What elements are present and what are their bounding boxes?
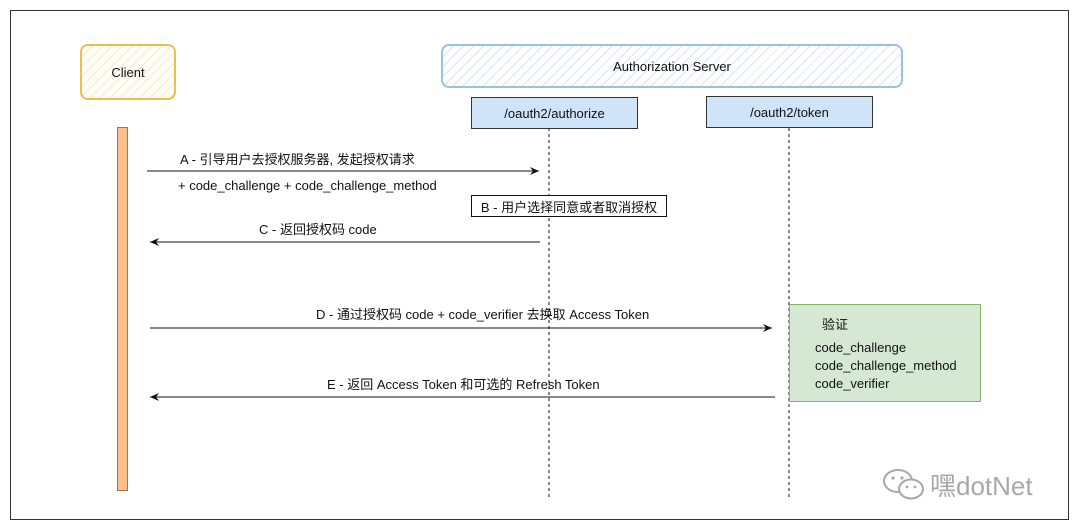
client-participant [80,44,176,100]
verify-item: code_challenge_method [815,358,957,373]
authorize-endpoint: /oauth2/authorize [471,97,638,129]
diagram-frame [10,10,1069,520]
message-a: A - 引导用户去授权服务器, 发起授权请求 [180,152,415,167]
authorization-server-participant [441,44,903,88]
client-activation-bar [117,127,128,491]
token-endpoint: /oauth2/token [706,96,873,128]
note-b: B - 用户选择同意或者取消授权 [471,195,667,217]
watermark-text: 嘿dotNet [930,471,1033,501]
verify-title: 验证 [822,317,849,332]
verify-item: code_challenge [815,340,907,355]
wechat-icon [883,468,924,499]
client-label: Client [111,64,145,80]
verify-item: code_verifier [815,376,890,391]
authorization-server-label: Authorization Server [613,58,731,74]
watermark: 嘿dotNet [882,466,1033,503]
message-a-params: + code_challenge + code_challenge_method [178,178,437,193]
message-d: D - 通过授权码 code + code_verifier 去换取 Acces… [316,307,650,322]
verify-box: 验证 code_challenge code_challenge_method … [789,304,981,402]
message-c: C - 返回授权码 code [259,222,377,237]
message-e: E - 返回 Access Token 和可选的 Refresh Token [327,377,600,392]
